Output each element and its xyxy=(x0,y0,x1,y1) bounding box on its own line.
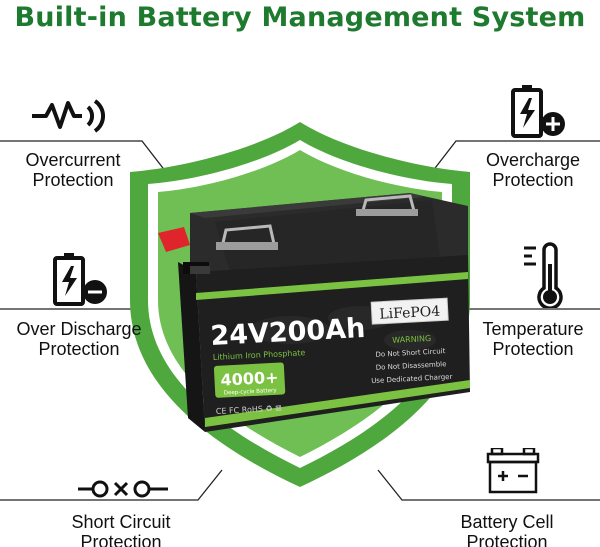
battery-side xyxy=(178,262,205,432)
positive-terminal xyxy=(158,227,190,252)
cycles-badge: 4000+ xyxy=(220,368,279,390)
page-title: Built-in Battery Management System xyxy=(14,2,586,33)
chemistry-badge: LiFePO4 xyxy=(379,304,441,323)
warning-line: Do Not Disassemble xyxy=(376,360,447,372)
callout-lines xyxy=(0,140,600,501)
warning-title: WARNING xyxy=(392,334,431,345)
cycles-caption: Deep-cycle Battery xyxy=(224,388,278,397)
callout-line-battery-cell xyxy=(377,469,600,501)
certification-marks: CE FC RoHS ♻ ⊠ xyxy=(216,404,282,416)
overcurrent-icon xyxy=(28,95,108,137)
callout-line-short-circuit xyxy=(0,469,223,501)
battery-cell-icon xyxy=(486,448,540,494)
callout-line-overcharge xyxy=(431,140,600,173)
thermometer-icon xyxy=(522,242,568,308)
short-circuit-icon xyxy=(78,478,168,500)
warning-line: Do Not Short Circuit xyxy=(375,347,446,359)
overcharge-battery-icon xyxy=(509,84,569,140)
callout-line-overcurrent xyxy=(0,140,167,173)
over-discharge-battery-icon xyxy=(51,252,111,308)
battery: 24V200Ah Lithium Iron Phosphate LiFePO4 … xyxy=(158,193,470,432)
